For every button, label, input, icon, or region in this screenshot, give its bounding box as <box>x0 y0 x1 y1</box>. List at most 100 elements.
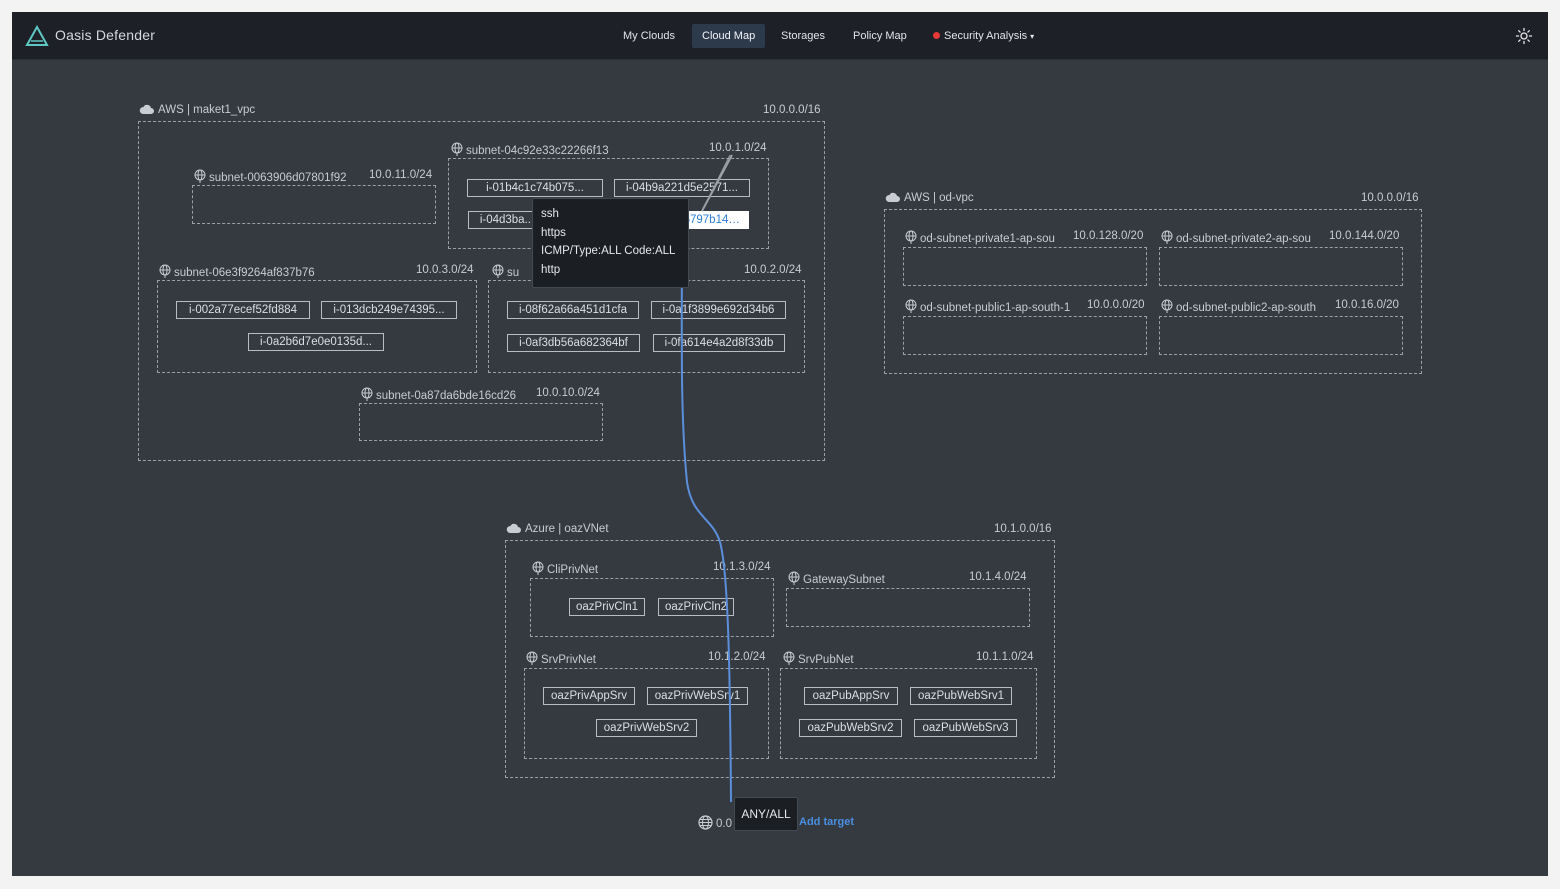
instance-box[interactable]: i-0a2b6d7e0e0135d... <box>248 333 384 351</box>
nav-cloud-map[interactable]: Cloud Map <box>692 24 766 48</box>
subnet-box-pub2[interactable] <box>1159 316 1403 355</box>
subnet-label-gateway: GatewaySubnet <box>788 571 885 586</box>
add-target-link[interactable]: Add target <box>799 816 854 828</box>
globe-icon <box>532 561 544 575</box>
subnet-cidr-06e3: 10.0.3.0/24 <box>416 264 474 276</box>
nav-security-analysis-label: Security Analysis <box>944 30 1028 42</box>
vpc-cidr-maket1: 10.0.0.0/16 <box>763 104 821 116</box>
nav-policy-map[interactable]: Policy Map <box>853 30 907 42</box>
instance-box[interactable]: oazPubAppSrv <box>804 687 898 705</box>
subnet-cidr-0a87: 10.0.10.0/24 <box>536 387 600 399</box>
globe-icon <box>361 387 373 401</box>
subnet-label-priv2: od-subnet-private2-ap-sou <box>1161 230 1325 245</box>
subnet-box-gateway[interactable] <box>786 588 1030 627</box>
globe-icon <box>698 815 713 830</box>
subnet-cidr-srvpub: 10.1.1.0/24 <box>976 651 1034 663</box>
instance-box[interactable]: i-0fa614e4a2d8f33db <box>653 334 785 352</box>
subnet-label-0063: subnet-0063906d07801f92 <box>194 169 347 184</box>
instance-box[interactable]: i-013dcb249e74395... <box>321 301 457 319</box>
instance-box[interactable]: oazPubWebSrv1 <box>910 687 1012 705</box>
globe-icon <box>451 142 463 156</box>
subnet-box-priv1[interactable] <box>903 247 1147 286</box>
globe-icon <box>905 299 917 313</box>
subnet-cidr-priv1: 10.0.128.0/20 <box>1073 230 1144 242</box>
subnet-label-04c9: subnet-04c92e33c22266f13 <box>451 142 609 157</box>
subnet-box-priv2[interactable] <box>1159 247 1403 286</box>
vpc-box-azure[interactable] <box>505 540 1055 778</box>
nav-security-analysis[interactable]: Security Analysis▾ <box>923 24 1044 48</box>
instance-box[interactable]: i-0a1f3899e692d34b6 <box>651 301 786 319</box>
instance-box[interactable]: oazPubWebSrv3 <box>914 719 1017 737</box>
instance-box[interactable]: i-08f62a66a451d1cfa <box>507 301 639 319</box>
subnet-box-0063[interactable] <box>192 185 436 224</box>
subnet-label-priv1: od-subnet-private1-ap-sou <box>905 230 1069 245</box>
subnet-label-0a87: subnet-0a87da6bde16cd26 <box>361 387 516 402</box>
vpc-cidr-odvpc: 10.0.0.0/16 <box>1361 192 1419 204</box>
vpc-box-odvpc[interactable] <box>884 209 1422 374</box>
subnet-cidr-clipriv: 10.1.3.0/24 <box>713 561 771 573</box>
status-dot-icon <box>933 32 940 39</box>
app-title: Oasis Defender <box>55 27 156 43</box>
instance-box[interactable]: oazPubWebSrv2 <box>799 719 902 737</box>
globe-icon <box>526 651 538 665</box>
vpc-cidr-azure: 10.1.0.0/16 <box>994 523 1052 535</box>
subnet-label-pub2: od-subnet-public2-ap-south <box>1161 299 1329 314</box>
subnet-box-pub1[interactable] <box>903 316 1147 355</box>
chevron-down-icon: ▾ <box>1030 32 1035 41</box>
subnet-cidr-pub1: 10.0.0.0/20 <box>1087 299 1145 311</box>
subnet-label-pub1: od-subnet-public1-ap-south-1 <box>905 299 1081 314</box>
instance-box[interactable]: oazPrivWebSrv1 <box>647 687 748 705</box>
subnet-cidr-s0x2: 10.0.2.0/24 <box>744 264 802 276</box>
tooltip-rule: https <box>541 226 566 239</box>
subnet-cidr-pub2: 10.0.16.0/20 <box>1335 299 1399 311</box>
top-bar: Oasis Defender My Clouds Cloud Map Stora… <box>12 12 1548 60</box>
instance-box[interactable]: i-04b9a221d5e2571... <box>614 179 750 197</box>
subnet-box-0a87[interactable] <box>359 403 603 441</box>
subnet-label-clipriv: CliPrivNet <box>532 561 598 576</box>
globe-icon <box>1161 299 1173 313</box>
globe-icon <box>783 651 795 665</box>
instance-box[interactable]: i-002a77ecef52fd884 <box>176 301 310 319</box>
instance-box[interactable]: oazPrivCln2 <box>658 598 734 616</box>
sun-icon[interactable] <box>1515 27 1533 45</box>
subnet-cidr-gateway: 10.1.4.0/24 <box>969 571 1027 583</box>
nav-storages[interactable]: Storages <box>781 30 826 42</box>
globe-icon <box>788 571 800 585</box>
instance-box[interactable]: i-01b4c1c74b075... <box>467 179 603 197</box>
subnet-label-s0x2: su <box>492 264 520 279</box>
globe-icon <box>1161 230 1173 244</box>
subnet-box-srvpub[interactable] <box>780 668 1037 759</box>
subnet-box-clipriv[interactable] <box>530 578 774 637</box>
globe-icon <box>492 264 504 278</box>
nav-my-clouds[interactable]: My Clouds <box>623 30 675 42</box>
subnet-label-srvpub: SrvPubNet <box>783 651 854 666</box>
globe-icon <box>159 264 171 278</box>
tooltip-rule: ssh <box>541 208 559 220</box>
subnet-box-s0x2[interactable] <box>488 280 805 373</box>
instance-box[interactable]: oazPrivCln1 <box>569 598 645 616</box>
tooltip-rule: ICMP/Type:ALL Code:ALL <box>541 245 676 257</box>
cloud-icon <box>885 192 900 202</box>
oasis-logo-icon <box>25 25 49 46</box>
cloud-icon <box>139 104 154 114</box>
rules-tooltip: ssh https ICMP/Type:ALL Code:ALL http <box>532 198 689 288</box>
globe-icon <box>194 169 206 183</box>
vpc-box-maket1[interactable] <box>138 121 825 461</box>
subnet-cidr-04c9: 10.0.1.0/24 <box>709 142 767 154</box>
vpc-label-maket1: AWS | maket1_vpc <box>139 104 255 116</box>
instance-box[interactable]: oazPrivWebSrv2 <box>596 719 697 737</box>
globe-icon <box>905 230 917 244</box>
subnet-box-06e3[interactable] <box>157 280 477 373</box>
subnet-box-srvpriv[interactable] <box>524 668 769 759</box>
protocol-badge[interactable]: ANY/ALL <box>734 797 798 831</box>
cloud-icon <box>506 523 521 533</box>
instance-box[interactable]: oazPrivAppSrv <box>543 687 635 705</box>
subnet-cidr-0063: 10.0.11.0/24 <box>369 169 433 181</box>
subnet-label-06e3: subnet-06e3f9264af837b76 <box>159 264 315 279</box>
subnet-cidr-srvpriv: 10.1.2.0/24 <box>708 651 766 663</box>
tooltip-rule: http <box>541 263 561 276</box>
instance-box[interactable]: i-0af3db56a682364bf <box>507 334 640 352</box>
app-window: Oasis Defender My Clouds Cloud Map Stora… <box>12 12 1548 876</box>
subnet-cidr-priv2: 10.0.144.0/20 <box>1329 230 1400 242</box>
target-address[interactable]: 0.0 <box>698 815 732 830</box>
